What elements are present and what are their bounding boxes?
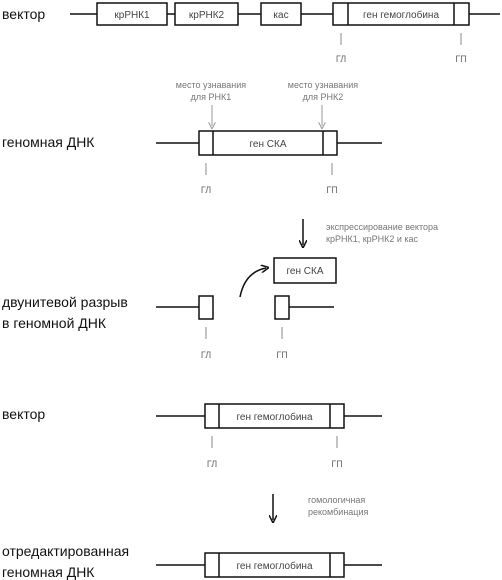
cas-label: кас xyxy=(273,10,288,21)
excision-arrow xyxy=(239,268,266,298)
excised-cka-fragment: ген СКА xyxy=(239,257,337,298)
crrna2-box xyxy=(174,2,239,26)
recombination-step: гомологичная рекомбинация xyxy=(273,494,368,520)
recognition-site-rna2-line1: место узнавания xyxy=(288,80,359,90)
recognition-site-rna1-line1: место узнавания xyxy=(176,80,247,90)
recombination-note-line1: гомологичная xyxy=(308,495,365,505)
genomic-dna-construct: ген СКА ГЛ ГП xyxy=(156,130,382,195)
expression-note-line2: крРНК1, крРНК2 и кас xyxy=(326,234,419,244)
donor-left-arm-label: ГЛ xyxy=(207,459,217,469)
top-right-arm-label: ГП xyxy=(455,54,466,64)
top-left-arm-label: ГЛ xyxy=(336,54,346,64)
edited-hemoglobin-label: ген гемоглобина xyxy=(236,560,312,572)
recognition-site-rna1-line2: для РНК1 xyxy=(191,92,232,102)
dsb-left-arm-label: ГЛ xyxy=(201,350,211,360)
row-label-vector-top: вектор xyxy=(2,6,45,22)
top-vector-construct: крРНК1 крРНК2 кас ген гемоглобина ГЛ ГП xyxy=(70,2,500,64)
donor-hemoglobin-label: ген гемоглобина xyxy=(236,411,312,423)
dsb-left-arm-box xyxy=(198,295,214,320)
recognition-site-rna1: место узнавания для РНК1 xyxy=(176,80,247,126)
expression-note-line1: экспрессирование вектора xyxy=(326,222,438,232)
row-label-dsb-line2: в геномной ДНК xyxy=(2,315,107,331)
excised-cka-label: ген СКА xyxy=(286,266,323,277)
genomic-right-arm-label: ГП xyxy=(326,185,337,195)
edited-hemoglobin-box xyxy=(204,552,345,578)
recognition-site-rna2: место узнавания для РНК2 xyxy=(288,80,359,126)
donor-vector-construct: ген гемоглобина ГЛ ГП xyxy=(156,403,382,469)
donor-right-arm-label: ГП xyxy=(331,459,342,469)
hemoglobin-gene-box-top xyxy=(332,2,470,26)
hemoglobin-label-top: ген гемоглобина xyxy=(363,9,439,21)
genomic-left-arm-label: ГЛ xyxy=(201,185,211,195)
row-label-dsb-line1: двунитевой разрыв xyxy=(2,294,128,310)
cka-gene-box xyxy=(198,130,338,156)
donor-hemoglobin-box xyxy=(204,403,345,429)
row-label-genomic-dna: геномная ДНК xyxy=(2,134,95,150)
edited-dna-construct: ген гемоглобина xyxy=(156,552,382,578)
row-label-vector: вектор xyxy=(2,406,45,422)
dsb-right-arm-box xyxy=(274,295,290,320)
dsb-construct: ГЛ ГП xyxy=(156,295,334,360)
recognition-site-rna2-line2: для РНК2 xyxy=(303,92,344,102)
row-label-edited-line2: геномная ДНК xyxy=(2,564,95,580)
row-label-edited-line1: отредактированная xyxy=(2,543,129,559)
excised-cka-box xyxy=(273,257,337,284)
crrna2-label: крРНК2 xyxy=(189,10,225,21)
recombination-note-line2: рекомбинация xyxy=(308,507,368,517)
crrna1-label: крРНК1 xyxy=(114,10,150,21)
dsb-right-arm-label: ГП xyxy=(276,350,287,360)
cka-gene-label: ген СКА xyxy=(249,139,286,150)
expression-step: экспрессирование вектора крРНК1, крРНК2 … xyxy=(303,219,438,245)
cas-box xyxy=(260,2,302,26)
crrna1-box xyxy=(96,2,168,26)
